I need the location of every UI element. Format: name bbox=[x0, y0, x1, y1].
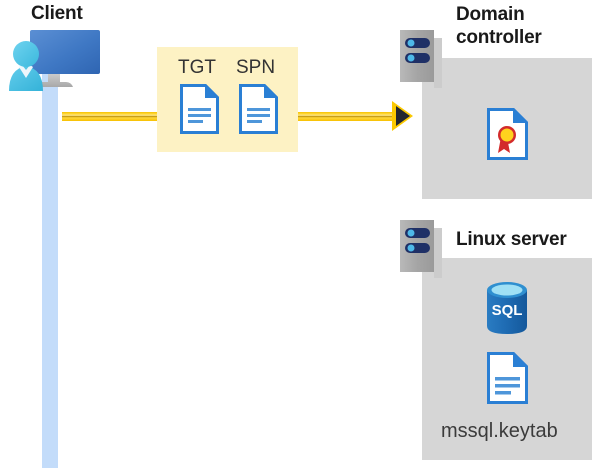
request-arrow-head bbox=[396, 106, 410, 126]
keytab-document-icon bbox=[487, 352, 528, 404]
linux-server-title: Linux server bbox=[456, 229, 567, 250]
sql-database-text: SQL bbox=[492, 302, 523, 319]
linux-server-server-rack-icon bbox=[400, 220, 442, 278]
certificate-icon bbox=[487, 108, 528, 160]
spn-label: SPN bbox=[236, 57, 276, 78]
client-title: Client bbox=[31, 3, 83, 24]
client-workstation-icon bbox=[8, 27, 102, 95]
client-lifeline bbox=[42, 64, 58, 468]
domain-controller-title: Domain controller bbox=[456, 4, 542, 48]
tgt-label: TGT bbox=[178, 57, 216, 78]
domain-controller-server-rack-icon bbox=[400, 30, 442, 88]
spn-document-icon bbox=[239, 84, 278, 134]
keytab-filename-label: mssql.keytab bbox=[441, 420, 558, 442]
tgt-document-icon bbox=[180, 84, 219, 134]
sql-database-icon: SQL bbox=[483, 281, 531, 335]
